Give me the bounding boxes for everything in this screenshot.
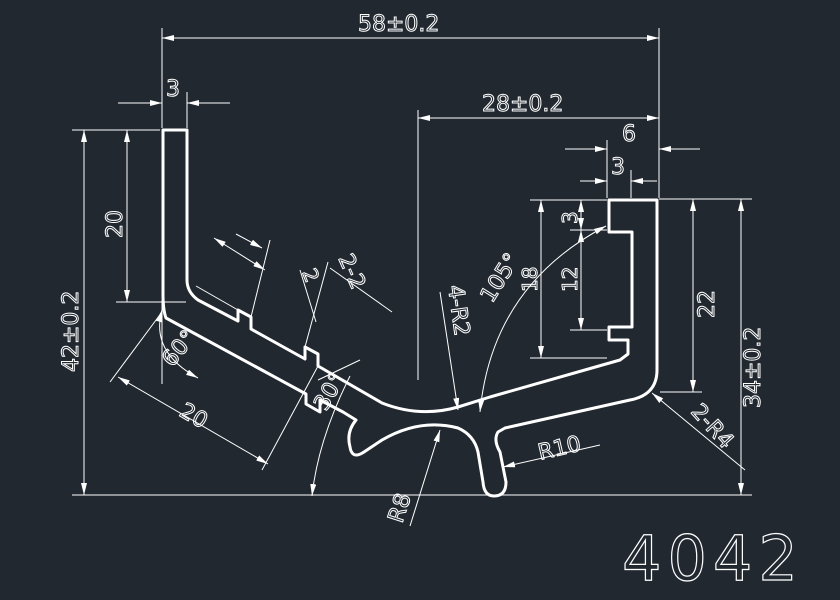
profile-outline bbox=[161, 128, 659, 498]
dim-radius-r2: 4-R2 bbox=[442, 283, 474, 337]
dim-total-height: 42±0.2 bbox=[59, 291, 84, 372]
dim-radius-r10: R10 bbox=[536, 432, 584, 466]
dim-groove: 2 bbox=[297, 265, 324, 286]
dim-right-slot: 12 bbox=[558, 267, 582, 292]
dim-left-wall: 3 bbox=[166, 77, 180, 102]
dim-right-width: 28±0.2 bbox=[482, 92, 563, 117]
part-number: 4042 bbox=[622, 522, 804, 595]
dim-radius-r4: 2-R4 bbox=[686, 399, 739, 454]
dim-overall-width: 58±0.2 bbox=[358, 12, 439, 37]
dim-right-inner-height: 22 bbox=[695, 290, 720, 318]
dim-right-height: 34±0.2 bbox=[741, 327, 766, 408]
dim-right-depth: 18 bbox=[518, 267, 542, 292]
dim-groove-pair: 2-2 bbox=[333, 250, 370, 293]
dim-left-height: 20 bbox=[103, 210, 128, 238]
dim-inclined-length: 20 bbox=[175, 399, 212, 435]
dim-right-flange-inner: 3 bbox=[611, 155, 625, 180]
dim-right-flange: 6 bbox=[622, 122, 636, 147]
dim-right-top: 3 bbox=[558, 211, 582, 224]
